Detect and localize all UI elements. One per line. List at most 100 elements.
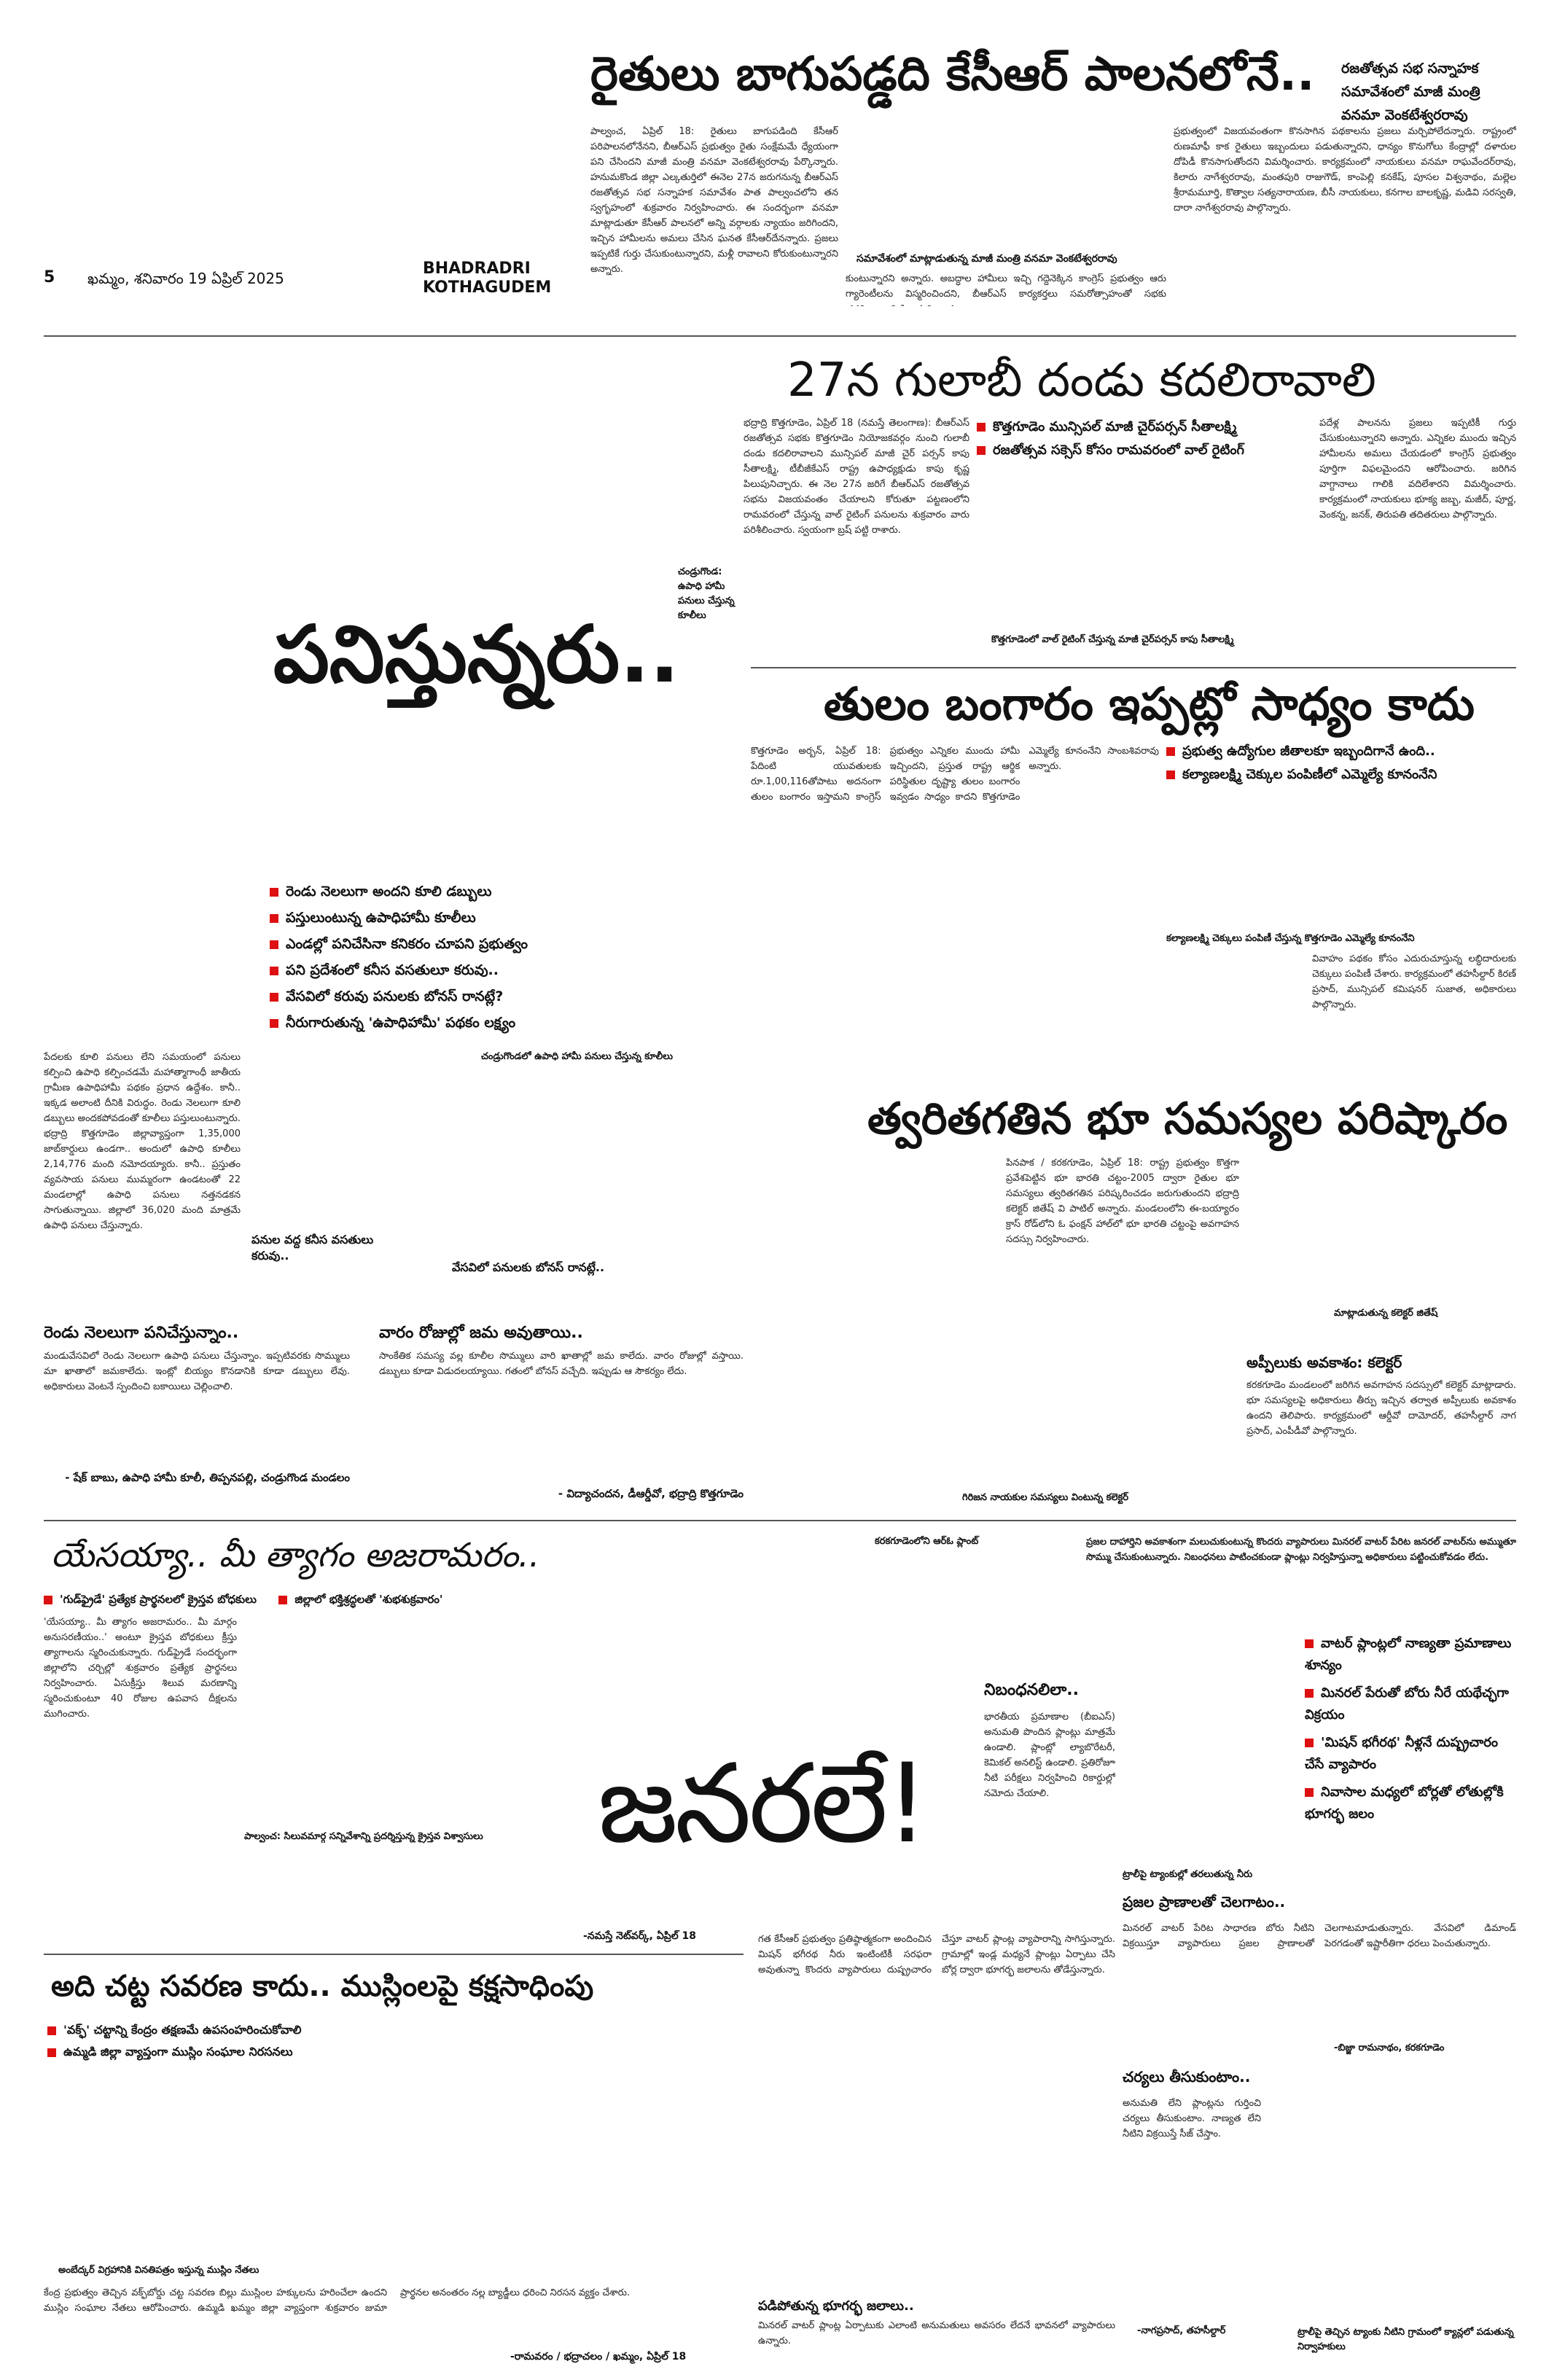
bullet-icon <box>47 2026 56 2035</box>
bullet-item: కల్యాణలక్ష్మి చెక్కుల పంపిణీలో ఎమ్మెల్యే… <box>1166 763 1437 787</box>
bullet-icon <box>47 2048 56 2057</box>
divider <box>44 335 1516 337</box>
story8-sub1-body: భారతీయ ప్రమాణాల (బీఐఎస్) అనుమతి పొందిన ప… <box>984 1712 1115 1799</box>
story7-body: కేంద్ర ప్రభుత్వం తెచ్చిన వక్ఫ్‌బోర్డు చట… <box>44 2287 631 2314</box>
bullet-icon <box>1305 1689 1314 1698</box>
story5-photo-image <box>751 1155 1006 1301</box>
story2-body-right: పదేళ్ల పాలనను ప్రజలు ఇప్పటికీ గుర్తు చేస… <box>1319 418 1516 520</box>
bullet-item: 'మిషన్ భగీరథ' నీళ్లనే దుష్ప్రచారం చేసే వ… <box>1305 1735 1499 1772</box>
story2-photo-image <box>977 467 1312 612</box>
story8-sub2: ప్రజల ప్రాణాలతో చెలగాటం.. <box>1123 1893 1286 1911</box>
story5-photo <box>751 1155 1006 1301</box>
story6-headline: యేసయ్యా.. మీ త్యాగం అజరామరం.. <box>51 1535 540 1575</box>
bullet-icon <box>1305 1739 1314 1747</box>
edition-line-1: BHADRADRI <box>423 260 531 278</box>
bullet-icon <box>270 887 278 897</box>
story4-body2: వివాహం పథకం కోసం ఎదురుచూస్తున్న లబ్ధిదార… <box>1312 953 1516 1010</box>
bullet-item: వేసవిలో కరువు పనులకు బోనస్ రానట్లే? <box>270 983 528 1010</box>
story2-photo-caption: కొత్తగూడెంలో వాల్ రైటింగ్ చేస్తున్న మాజీ… <box>991 634 1234 645</box>
story4-bullets: ప్రభుత్వ ఉద్యోగుల జీతాలకూ ఇబ్బందిగానే ఉం… <box>1166 740 1437 787</box>
story8-sub3-body: అనుమతి లేని ప్లాంట్లను గుర్తించి చర్యలు … <box>1123 2098 1261 2139</box>
story3-sub2-body: సాంకేతిక సమస్య వల్ల కూలీల సొమ్ములు వారి … <box>379 1351 744 1377</box>
story3-photo <box>44 350 671 598</box>
bullet-item: మినరల్ పేరుతో బోరు నీరే యథేచ్ఛగా విక్రయం <box>1305 1685 1509 1722</box>
story1-photo-caption: సమావేశంలో మాట్లాడుతున్న మాజీ మంత్రి వనమా… <box>856 253 1117 265</box>
story5-sub-body: కరకగూడెం మండలంలో జరిగిన అవగాహన సదస్సులో … <box>1246 1380 1516 1437</box>
bullet-icon <box>1166 747 1175 756</box>
story3-sub1-body: మండువేసవిలో రెండు నెలలుగా ఉపాధి పనులు చే… <box>44 1351 350 1392</box>
story8-photo-caption: కరకగూడెంలోని ఆర్‌ఓ ప్లాంట్ <box>875 1536 979 1547</box>
story8-sub4: పడిపోతున్న భూగర్భ జలాలు.. <box>758 2298 914 2314</box>
story8-photo2 <box>1123 1680 1298 1862</box>
story3-photo2-caption: చండ్రుగొండలో ఉపాధి హామీ పనులు చేస్తున్న … <box>481 1051 673 1062</box>
story2-headline: 27న గులాబీ దండు కదలిరావాలి <box>787 354 1376 407</box>
story2-photo <box>977 467 1312 612</box>
story8-photo3-caption: ట్రాలీపై తెచ్చిన ట్యాంకు నీటిని గ్రామంలో… <box>1298 2327 1514 2352</box>
story8-photo2-caption: ట్రాలీపై ట్యాంకుల్లో తరలుతున్న నీరు <box>1123 1869 1253 1880</box>
divider <box>44 1520 1516 1521</box>
story1-photo <box>846 124 1166 248</box>
bullet-icon <box>270 992 278 1002</box>
story5-headline: త్వరితగతిన భూ సమస్యల పరిష్కారం <box>867 1093 1508 1144</box>
story3-photo-caption: చండ్రుగొండ: ఉపాధి హామీ పనులు చేస్తున్న క… <box>678 566 735 621</box>
story6-tags: 'గుడ్‌ఫ్రైడే' ప్రత్యేక ప్రార్థనలలో క్రైస… <box>44 1591 443 1608</box>
story3-headline: పనిస్తున్నరు.. <box>273 609 680 701</box>
story6-photo <box>241 1615 744 1826</box>
story3-body: పేదలకు కూలి పనులు లేని సమయంలో పనులు కల్ప… <box>44 1052 241 1231</box>
story8-photo-image <box>758 1549 1079 1717</box>
bullet-icon <box>1305 1788 1314 1797</box>
story7-photo <box>44 2070 430 2256</box>
story3-photo2 <box>248 1072 744 1130</box>
story1-body-right: ప్రభుత్వంలో విజయవంతంగా కొనసాగిన పథకాలను … <box>1174 126 1516 214</box>
story8-headline: జనరలే! <box>598 1741 929 1868</box>
bullet-item: ప్రభుత్వ ఉద్యోగుల జీతాలకూ ఇబ్బందిగానే ఉం… <box>1166 740 1437 763</box>
story8-sub4-body: మినరల్ వాటర్ ప్లాంట్ల ఏర్పాటుకు ఎలాంటి అ… <box>758 2320 1115 2346</box>
story2-body-left: భద్రాద్రి కొత్తగూడెం, ఏప్రిల్ 18 (నమస్తే… <box>744 418 969 536</box>
story4-photo <box>1166 791 1516 922</box>
bullet-item: నివాసాల మధ్యలో బోర్లతో లోతుల్లోకి భూగర్భ… <box>1305 1784 1504 1822</box>
bullet-icon <box>270 913 278 923</box>
story6-photo-caption: పాల్వంచ: సిలువమార్గ సన్నివేశాన్ని ప్రదర్… <box>244 1831 483 1842</box>
bullet-icon <box>977 423 986 432</box>
story3-sub2: వారం రోజుల్లో జమ అవుతాయి.. <box>379 1324 583 1342</box>
bullet-item: నీరుగారుతున్న 'ఉపాధిహామీ' పథకం లక్ష్యం <box>270 1010 528 1036</box>
story1-headline: రైతులు బాగుపడ్డది కేసీఆర్ పాలనలోనే.. <box>590 47 1315 101</box>
story5-photo-caption: గిరిజన నాయకుల సమస్యలు వింటున్న కలెక్టర్ <box>962 1492 1129 1503</box>
story8-sub1: నిబంధనలిలా.. <box>984 1681 1079 1699</box>
story7-photo-caption: అంబేద్కర్ విగ్రహానికి వినతిపత్రం ఇస్తున్… <box>58 2265 260 2276</box>
divider <box>751 667 1516 668</box>
story5-sub: అప్పీలుకు అవకాశం: కలెక్టర్ <box>1246 1354 1402 1371</box>
dateline: ఖమ్మం, శనివారం 19 ఏప్రిల్ 2025 <box>87 270 284 287</box>
story7-photo-image <box>44 2070 430 2256</box>
story3-sub3: పనుల వద్ద కనీస వసతులు కరువు.. <box>251 1233 374 1263</box>
story3-sub1-byline: - షేక్ బాబు, ఉపాధి హామీ కూలీ, తిప్పనపల్ల… <box>65 1471 350 1484</box>
story3-photo2-image <box>248 1072 744 1130</box>
bullet-item: రెండు నెలలుగా అందని కూలి డబ్బులు <box>270 878 528 905</box>
story2-bullets: కొత్తగూడెం మున్సిపల్ మాజీ చైర్‌పర్సన్ సీ… <box>977 415 1244 462</box>
divider <box>44 1954 744 1955</box>
edition-name: BHADRADRI KOTHAGUDEM <box>423 260 551 297</box>
story1-photo-image <box>846 124 1166 248</box>
story8-sub3-byline: -నాగప్రసాద్, తహసీల్దార్ <box>1137 2325 1226 2336</box>
story6-body: 'యేసయ్యా.. మీ త్యాగం అజరామరం.. మీ మార్గం… <box>44 1617 237 1720</box>
edition-line-2: KOTHAGUDEM <box>423 278 552 297</box>
story4-photo-caption: కల్యాణలక్ష్మి చెక్కులు పంపిణీ చేస్తున్న … <box>1166 933 1415 944</box>
bullet-icon <box>270 1018 278 1028</box>
story8-sub3: చర్యలు తీసుకుంటాం.. <box>1123 2068 1251 2086</box>
bullet-item: 'వక్ఫ్' చట్టాన్ని కేంద్రం తక్షణమే ఉపసంహర… <box>47 2019 302 2041</box>
story4-headline: తులం బంగారం ఇప్పట్లో సాధ్యం కాదు <box>824 677 1475 730</box>
bullet-item: కొత్తగూడెం మున్సిపల్ మాజీ చైర్‌పర్సన్ సీ… <box>977 415 1244 439</box>
story7-headline: అది చట్ట సవరణ కాదు.. ముస్లింలపై కక్షసాధి… <box>51 1970 594 2003</box>
bullet-item: రజతోత్సవ సక్సెస్ కోసం రామవరంలో వాల్ రైటి… <box>977 439 1244 462</box>
bullet-icon <box>270 966 278 975</box>
story3-sub2-byline: - విద్యాచందన, డీఆర్డీవో, భద్రాద్రి కొత్త… <box>558 1487 744 1500</box>
story5-photo2-caption: మాట్లాడుతున్న కలెక్టర్ జితేష్ <box>1334 1308 1438 1319</box>
story1-side-title: రజతోత్సవ సభ సన్నాహక సమావేశంలో మాజీ మంత్ర… <box>1341 61 1480 123</box>
story8-photo2-image <box>1123 1680 1298 1862</box>
bullet-icon <box>278 1595 288 1604</box>
story8-photo <box>758 1549 1079 1717</box>
story4-body: కొత్తగూడెం అర్బన్, ఏప్రిల్ 18: పేదింటి య… <box>751 746 1159 803</box>
story6-photo-image <box>241 1615 744 1826</box>
bullet-item: పని ప్రదేశంలో కనీస వసతులూ కరువు.. <box>270 957 528 983</box>
page-number: 5 <box>44 268 55 286</box>
